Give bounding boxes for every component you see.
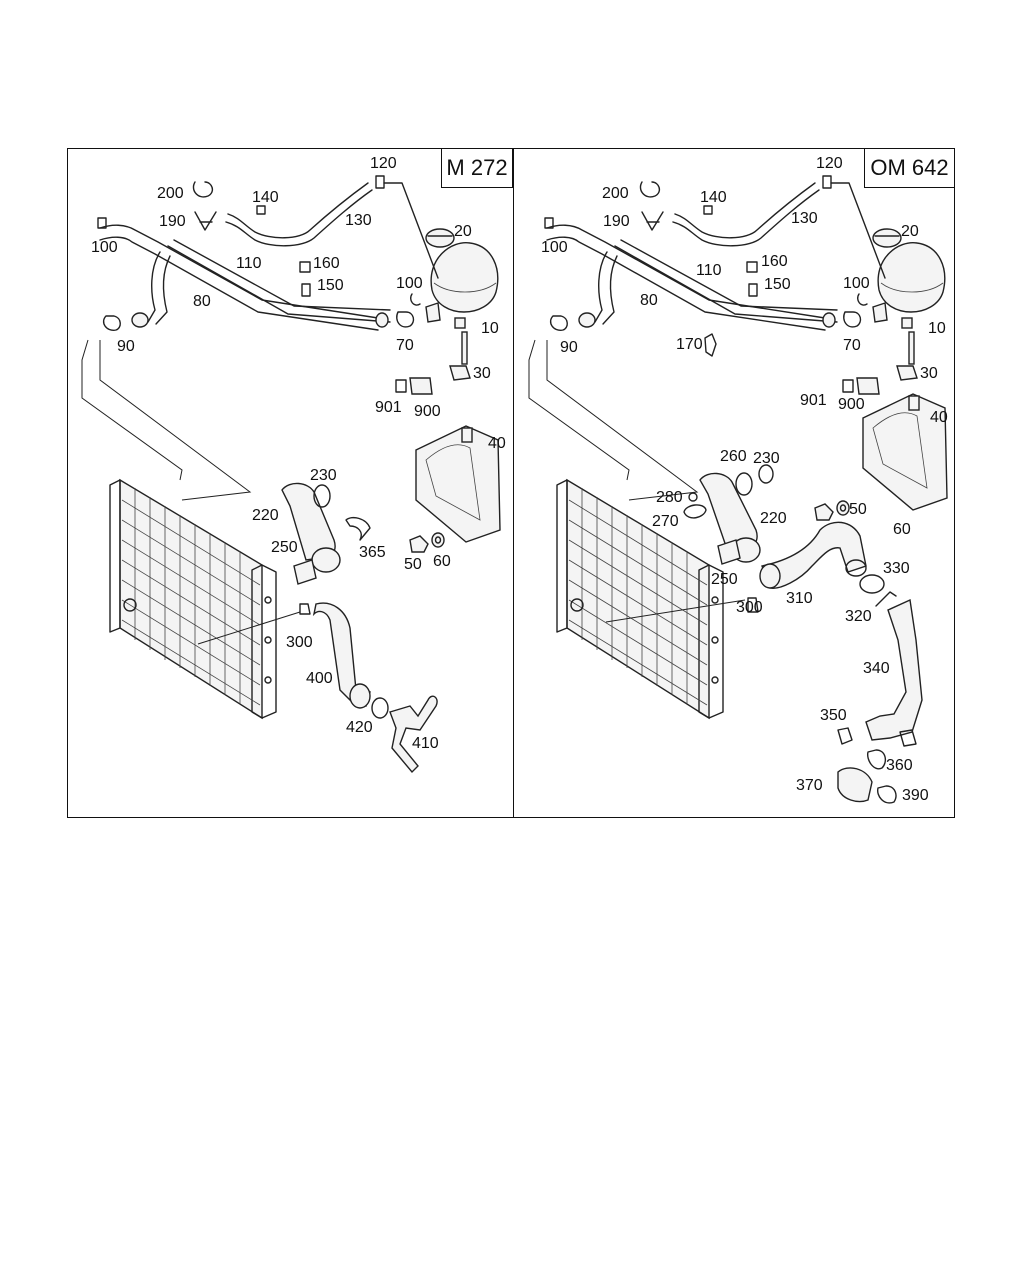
callout-label: 220 xyxy=(252,507,279,524)
callout-label: 60 xyxy=(893,521,911,538)
callout-label: 310 xyxy=(786,590,813,607)
callout-label: 900 xyxy=(414,403,441,420)
callout-label: 40 xyxy=(488,435,506,452)
callout-label: 50 xyxy=(849,501,867,518)
callout-label: 100 xyxy=(91,239,118,256)
labels-om642: 120 200 140 190 130 20 100 110 160 150 1… xyxy=(541,155,948,804)
callout-label: 120 xyxy=(370,155,397,172)
callout-label: 80 xyxy=(640,292,658,309)
callout-label: 30 xyxy=(473,365,491,382)
model-label-m272: M 272 xyxy=(441,148,513,188)
callout-label: 901 xyxy=(375,399,402,416)
callout-label: 40 xyxy=(930,409,948,426)
callout-label: 160 xyxy=(313,255,340,272)
callout-label: 390 xyxy=(902,787,929,804)
callout-label: 420 xyxy=(346,719,373,736)
callout-label: 260 xyxy=(720,448,747,465)
panel-om642 xyxy=(528,175,948,804)
callout-label: 70 xyxy=(396,337,414,354)
callout-label: 160 xyxy=(761,253,788,270)
callout-label: 250 xyxy=(711,571,738,588)
callout-label: 901 xyxy=(800,392,827,409)
callout-label: 90 xyxy=(560,339,578,356)
callout-label: 400 xyxy=(306,670,333,687)
callout-label: 100 xyxy=(541,239,568,256)
labels-m272: 120 200 140 190 130 20 100 110 160 150 1… xyxy=(91,155,506,752)
callout-label: 200 xyxy=(157,185,184,202)
callout-label: 150 xyxy=(317,277,344,294)
callout-label: 410 xyxy=(412,735,439,752)
callout-label: 300 xyxy=(286,634,313,651)
callout-label: 70 xyxy=(843,337,861,354)
callout-label: 900 xyxy=(838,396,865,413)
callout-label: 80 xyxy=(193,293,211,310)
callout-label: 270 xyxy=(652,513,679,530)
callout-label: 20 xyxy=(454,223,472,240)
panel-divider xyxy=(513,148,514,818)
callout-label: 130 xyxy=(791,210,818,227)
callout-label: 10 xyxy=(481,320,499,337)
panel-m272 xyxy=(81,175,501,774)
callout-label: 120 xyxy=(816,155,843,172)
callout-label: 330 xyxy=(883,560,910,577)
callout-label: 200 xyxy=(602,185,629,202)
callout-label: 350 xyxy=(820,707,847,724)
callout-label: 50 xyxy=(404,556,422,573)
callout-label: 340 xyxy=(863,660,890,677)
callout-label: 230 xyxy=(753,450,780,467)
callout-label: 10 xyxy=(928,320,946,337)
callout-label: 20 xyxy=(901,223,919,240)
callout-label: 320 xyxy=(845,608,872,625)
callout-label: 60 xyxy=(433,553,451,570)
callout-label: 100 xyxy=(843,275,870,292)
callout-label: 365 xyxy=(359,544,386,561)
callout-label: 230 xyxy=(310,467,337,484)
callout-label: 110 xyxy=(236,255,262,272)
callout-label: 140 xyxy=(252,189,279,206)
callout-label: 250 xyxy=(271,539,298,556)
callout-label: 370 xyxy=(796,777,823,794)
callout-label: 140 xyxy=(700,189,727,206)
callout-label: 190 xyxy=(603,213,630,230)
callout-label: 280 xyxy=(656,489,683,506)
callout-label: 220 xyxy=(760,510,787,527)
callout-label: 100 xyxy=(396,275,423,292)
callout-label: 150 xyxy=(764,276,791,293)
callout-label: 170 xyxy=(676,336,703,353)
callout-label: 30 xyxy=(920,365,938,382)
callout-label: 300 xyxy=(736,599,763,616)
model-label-om642: OM 642 xyxy=(864,148,955,188)
callout-label: 360 xyxy=(886,757,913,774)
callout-label: 190 xyxy=(159,213,186,230)
callout-label: 130 xyxy=(345,212,372,229)
callout-label: 110 xyxy=(696,262,722,279)
callout-label: 90 xyxy=(117,338,135,355)
